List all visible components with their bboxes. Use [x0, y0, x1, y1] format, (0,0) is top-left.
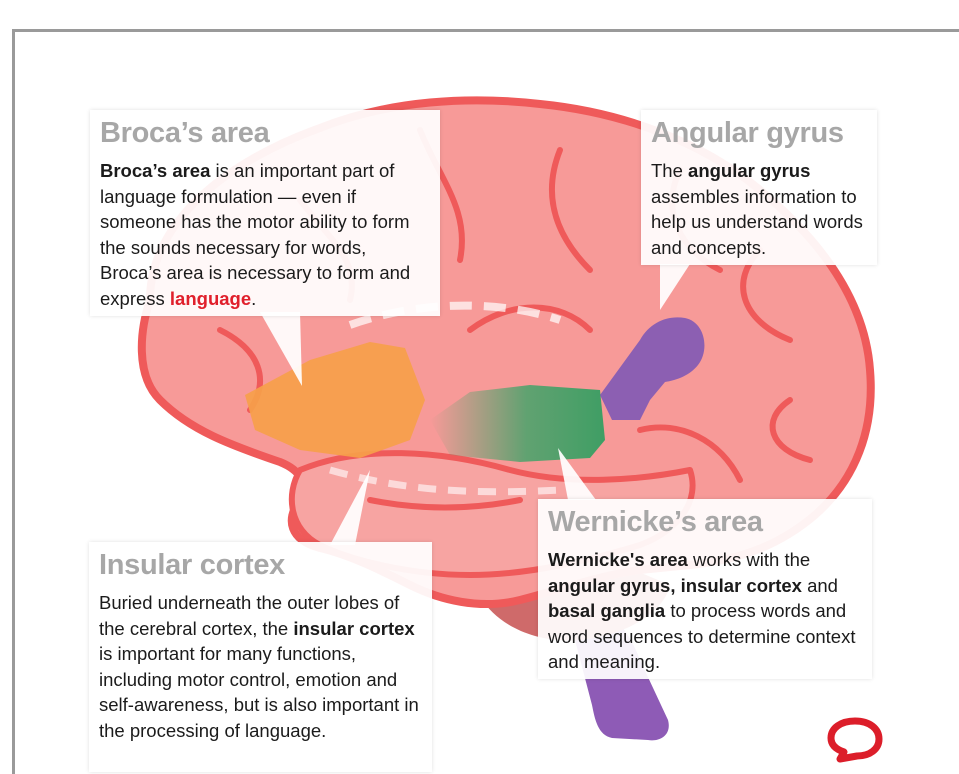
wernicke-description: Wernicke's area works with the angular g… — [548, 547, 862, 675]
broca-bold: Broca’s area — [100, 160, 210, 181]
wernicke-bold: Wernicke's area — [548, 549, 688, 570]
angular-title: Angular gyrus — [651, 116, 867, 150]
wernicke-text-2: and — [802, 575, 838, 596]
angular-description: The angular gyrus assembles information … — [651, 158, 867, 260]
insular-title: Insular cortex — [99, 548, 422, 582]
insular-text-end: is important for many functions, includi… — [99, 643, 419, 741]
angular-bold: angular gyrus — [688, 160, 810, 181]
angular-callout: Angular gyrus The angular gyrus assemble… — [641, 110, 877, 265]
broca-text-end: . — [251, 288, 256, 309]
angular-text-end: assembles information to help us underst… — [651, 186, 863, 258]
insular-bold: insular cortex — [293, 618, 414, 639]
wernicke-bold-2: angular gyrus, insular cortex — [548, 575, 802, 596]
wernicke-callout: Wernicke’s area Wernicke's area works wi… — [538, 499, 872, 679]
broca-title: Broca’s area — [100, 116, 430, 150]
insular-description: Buried underneath the outer lobes of the… — [99, 590, 422, 743]
insular-callout: Insular cortex Buried underneath the out… — [89, 542, 432, 772]
broca-highlight: language — [170, 288, 251, 309]
broca-description: Broca’s area is an important part of lan… — [100, 158, 430, 311]
wernicke-text: works with the — [688, 549, 810, 570]
wernicke-bold-3: basal ganglia — [548, 600, 665, 621]
broca-callout: Broca’s area Broca’s area is an importan… — [90, 110, 440, 316]
broca-text: is an important part of language formula… — [100, 160, 410, 309]
wernicke-title: Wernicke’s area — [548, 505, 862, 539]
speech-bubble-logo-icon — [826, 716, 884, 764]
angular-text: The — [651, 160, 688, 181]
